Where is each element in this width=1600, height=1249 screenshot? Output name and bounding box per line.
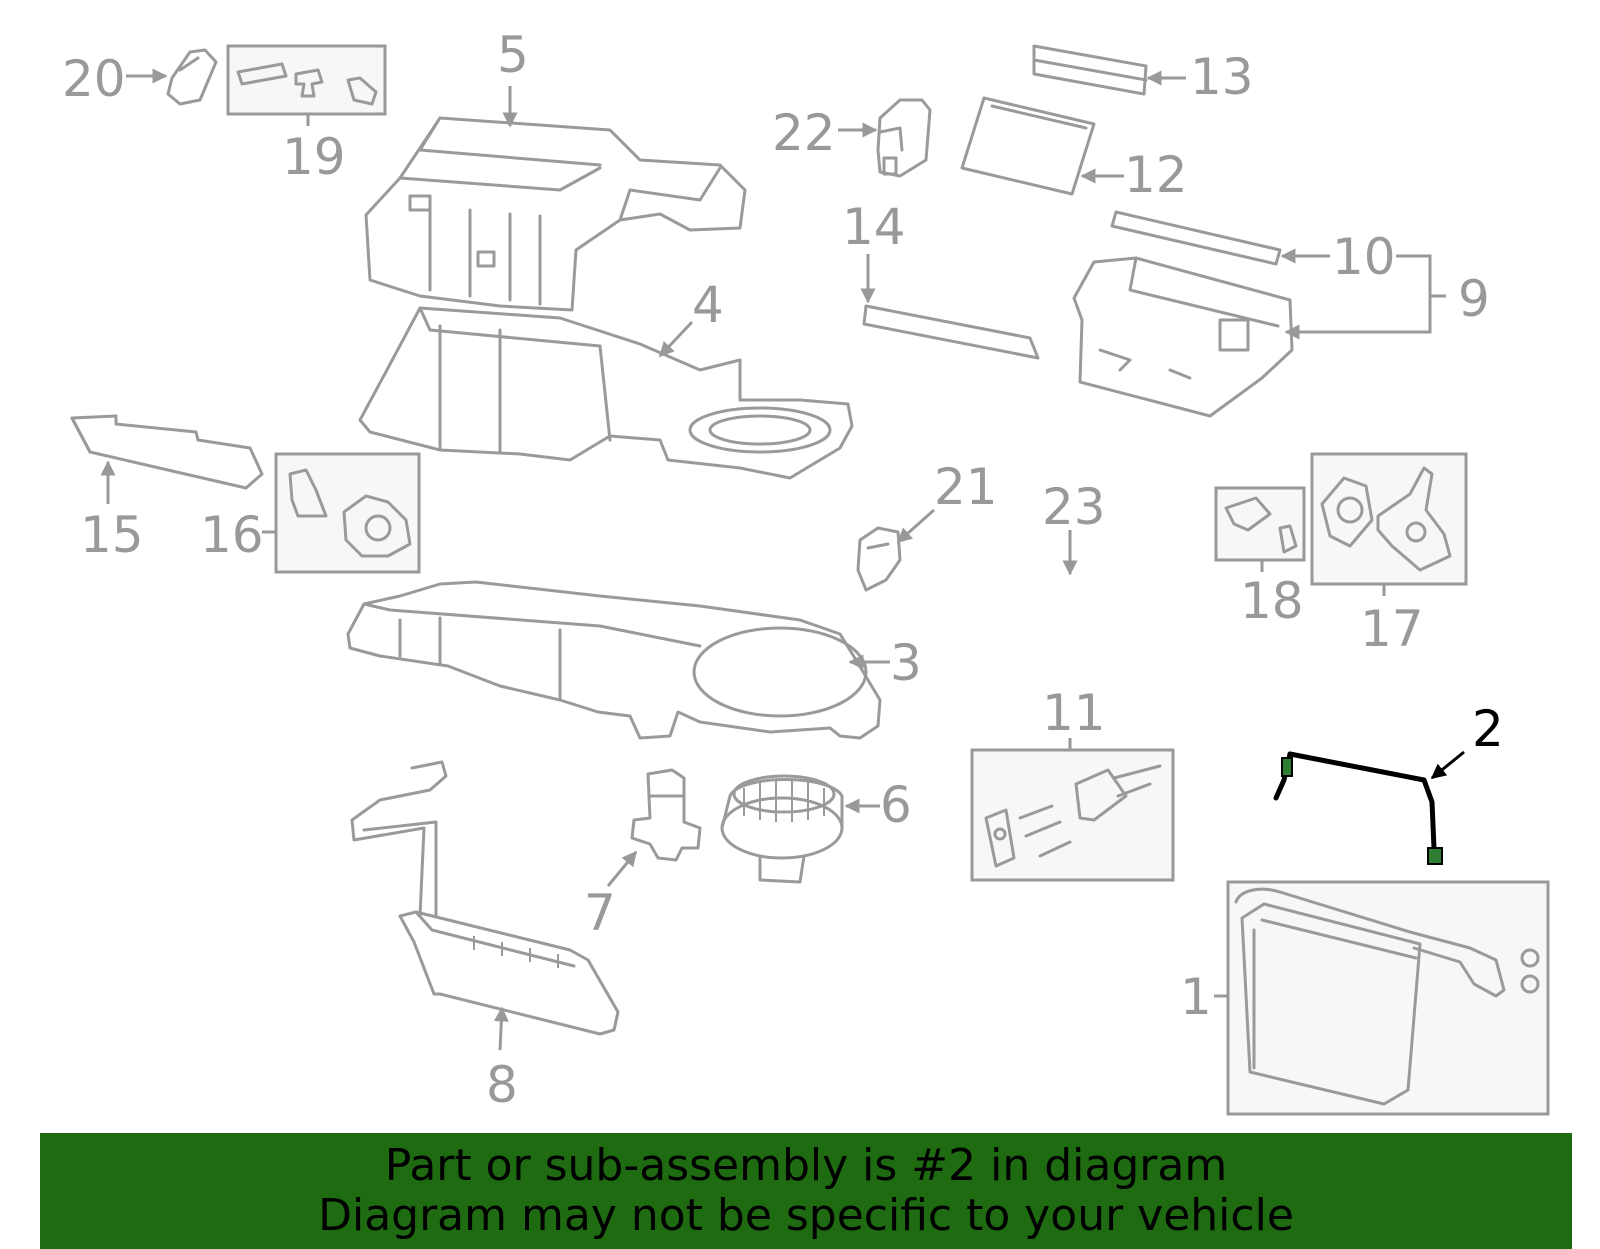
part-19-pieces xyxy=(236,62,378,106)
part-21-sensor xyxy=(856,526,902,592)
part-1-box xyxy=(1226,880,1550,1116)
connector-bottom xyxy=(1427,847,1443,865)
part-20-actuator xyxy=(166,48,218,106)
callout-13: 13 xyxy=(1190,48,1254,106)
callout-7: 7 xyxy=(584,884,616,942)
callout-17: 17 xyxy=(1360,600,1424,658)
part-12-filter xyxy=(960,96,1096,196)
callout-18: 18 xyxy=(1240,572,1304,630)
part-7-resistor xyxy=(630,768,702,862)
part-9-housing xyxy=(1072,256,1294,418)
callout-10: 10 xyxy=(1332,228,1396,286)
callout-22: 22 xyxy=(772,104,836,162)
callout-21: 21 xyxy=(934,458,998,516)
callout-2: 2 xyxy=(1472,700,1504,758)
part-13-cover xyxy=(1032,44,1148,96)
callout-20: 20 xyxy=(62,50,126,108)
part-11-pieces xyxy=(984,764,1162,868)
callout-1: 1 xyxy=(1180,968,1212,1026)
callout-9: 9 xyxy=(1458,270,1490,328)
callout-14: 14 xyxy=(842,198,906,256)
callout-4: 4 xyxy=(692,276,724,334)
part-14-seal xyxy=(862,304,1040,360)
part-17-pieces xyxy=(1320,466,1452,572)
callout-6: 6 xyxy=(880,776,912,834)
callout-11: 11 xyxy=(1042,684,1106,742)
callout-12: 12 xyxy=(1124,146,1188,204)
callout-16: 16 xyxy=(200,506,264,564)
callout-23: 23 xyxy=(1042,478,1106,536)
banner-line-2: Diagram may not be specific to your vehi… xyxy=(318,1190,1294,1241)
callout-3: 3 xyxy=(890,634,922,692)
callout-5: 5 xyxy=(497,26,529,84)
part-8-heater-core xyxy=(350,760,620,1036)
part-17-box xyxy=(1310,452,1468,586)
part-23-hose xyxy=(940,551,1184,602)
connector-top xyxy=(1281,757,1293,777)
callout-15: 15 xyxy=(80,506,144,564)
part-5-upper-case xyxy=(364,116,747,312)
callout-8: 8 xyxy=(486,1056,518,1114)
part-6-blower-motor xyxy=(720,774,844,884)
part-15-cover xyxy=(70,414,264,490)
part-4-lower-case xyxy=(358,306,854,480)
part-16-pieces xyxy=(288,468,412,558)
part-3-blower-case xyxy=(346,580,882,740)
part-22-actuator xyxy=(876,98,932,178)
part-1-evaporator xyxy=(1234,887,1540,1106)
part-2-wire-harness xyxy=(1273,751,1443,865)
callout-19: 19 xyxy=(282,128,346,186)
info-banner: Part or sub-assembly is #2 in diagram Di… xyxy=(40,1133,1572,1249)
banner-line-1: Part or sub-assembly is #2 in diagram xyxy=(384,1140,1228,1191)
part-18-pieces xyxy=(1224,496,1298,554)
part-10-seal xyxy=(1110,210,1282,266)
